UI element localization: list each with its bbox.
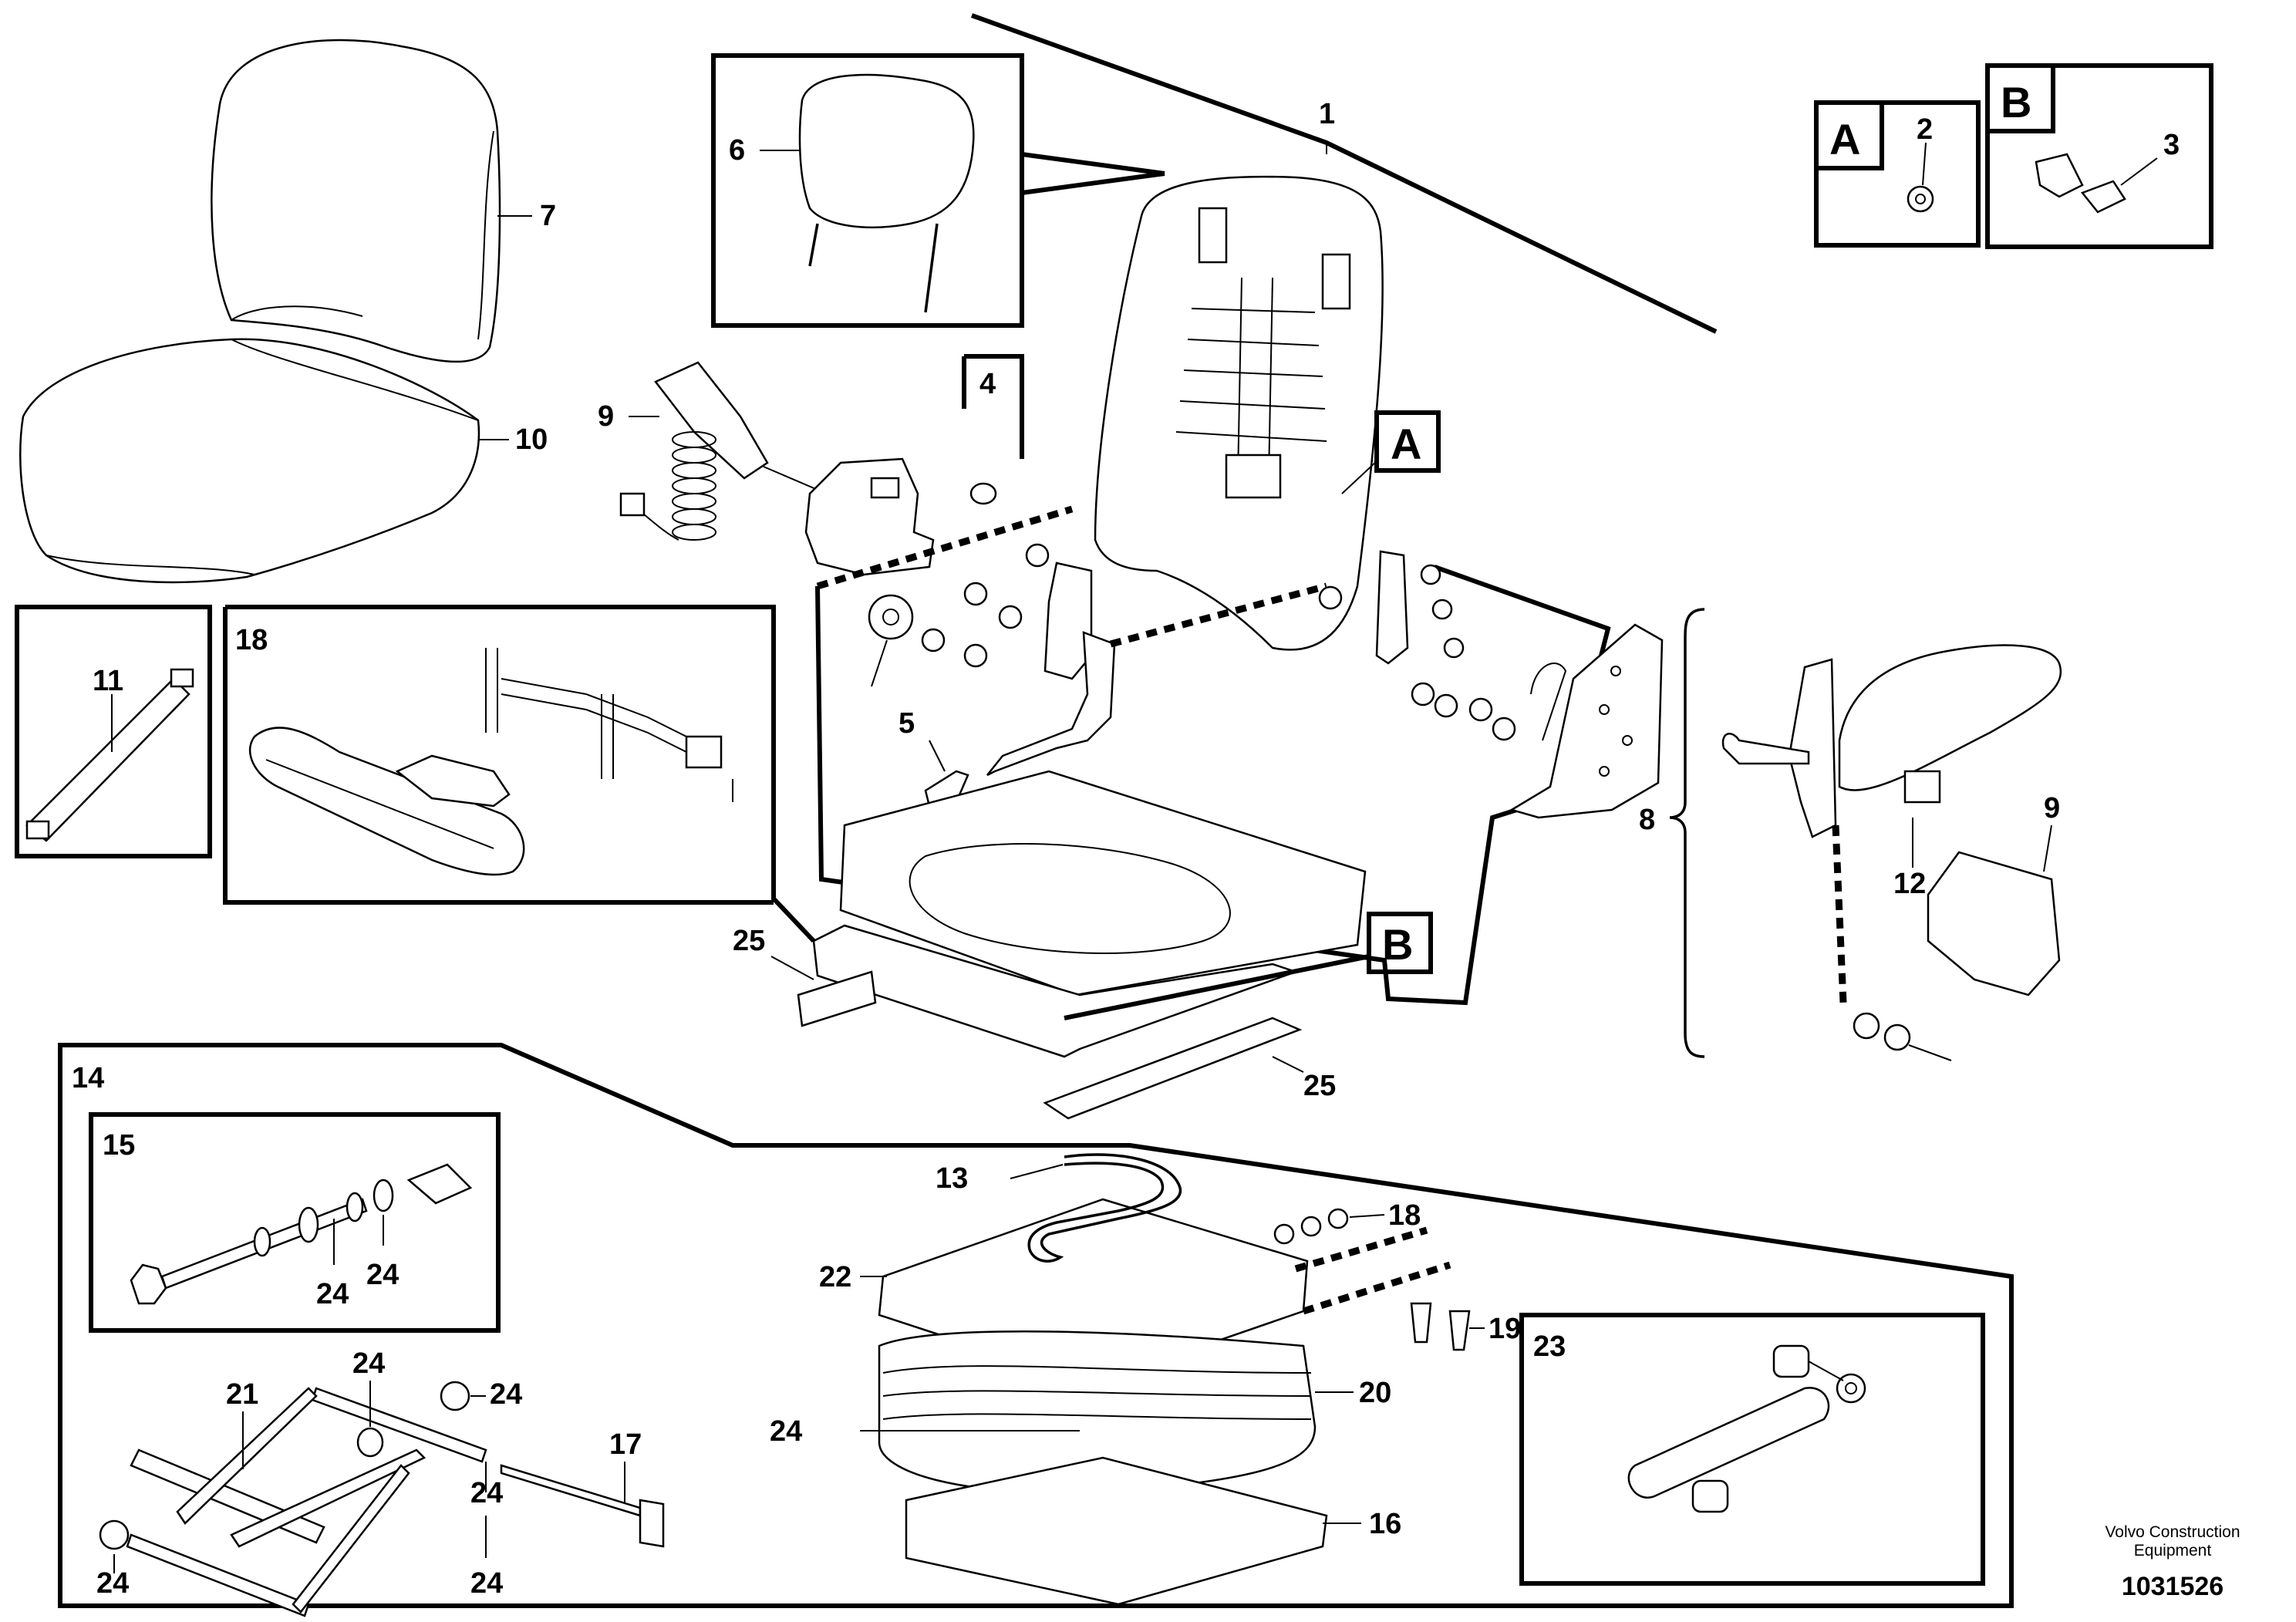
- backrest-cover: [211, 39, 501, 363]
- armrest-group: 8 12 9: [1639, 608, 2062, 1061]
- drawing-number: 1031526: [2122, 1572, 2224, 1601]
- svg-text:3: 3: [2163, 129, 2180, 161]
- svg-text:4: 4: [979, 368, 996, 400]
- svg-text:18: 18: [235, 624, 268, 656]
- part-4-bracket-group: 4: [804, 354, 1074, 590]
- side-plate-right: [1509, 623, 1664, 819]
- part-23-detail-box: 23: [1519, 1313, 1985, 1586]
- svg-text:1: 1: [1319, 98, 1335, 130]
- svg-text:23: 23: [1533, 1330, 1566, 1363]
- svg-text:16: 16: [1369, 1508, 1401, 1540]
- part-15-detail-box: 15 24 24: [89, 1112, 501, 1333]
- svg-text:Volvo Construction: Volvo Construction: [2105, 1523, 2240, 1541]
- part-5-clip: 5: [899, 707, 969, 808]
- svg-text:B: B: [2001, 78, 2031, 126]
- svg-text:A: A: [1829, 115, 1860, 164]
- svg-text:10: 10: [515, 423, 548, 456]
- svg-text:18: 18: [1388, 1199, 1421, 1232]
- svg-text:21: 21: [226, 1378, 258, 1411]
- part-21-scissor-frame: 21 24 24 24 24 24 17: [96, 1347, 665, 1617]
- svg-text:B: B: [1382, 920, 1413, 969]
- credit-block: Volvo Construction Equipment 1031526: [2105, 1523, 2240, 1601]
- part-18-detail-box: 18: [223, 605, 816, 943]
- part-11-detail-box: 11: [15, 605, 212, 858]
- svg-text:A: A: [1391, 420, 1421, 468]
- headrest-detail-box: 6: [711, 53, 1165, 328]
- svg-text:15: 15: [103, 1129, 135, 1162]
- svg-text:22: 22: [819, 1261, 851, 1293]
- svg-text:5: 5: [899, 707, 915, 740]
- suspension-assembly: 13 22 20 24 16 18 19: [770, 1153, 1521, 1606]
- svg-text:24: 24: [316, 1278, 349, 1310]
- svg-text:7: 7: [540, 200, 556, 232]
- svg-text:9: 9: [2044, 792, 2060, 824]
- svg-text:24: 24: [366, 1259, 399, 1291]
- svg-text:20: 20: [1359, 1377, 1391, 1409]
- detail-b-reference: B: [1064, 912, 1433, 1020]
- svg-text:24: 24: [470, 1567, 503, 1600]
- backrest-frame: 1: [970, 13, 1718, 651]
- svg-text:8: 8: [1639, 804, 1655, 836]
- seat-slide-frame: 25 25: [733, 770, 1367, 1120]
- callout-7: 7: [497, 200, 556, 232]
- svg-text:24: 24: [770, 1415, 802, 1448]
- callout-10: 10: [478, 423, 548, 456]
- seat-cushion-cover: [19, 338, 480, 584]
- svg-text:19: 19: [1489, 1313, 1521, 1345]
- svg-text:Equipment: Equipment: [2134, 1542, 2212, 1560]
- svg-text:24: 24: [96, 1567, 129, 1600]
- electric-unit-with-cable: 9: [598, 361, 818, 541]
- svg-text:24: 24: [352, 1347, 385, 1380]
- svg-text:25: 25: [733, 925, 765, 957]
- svg-text:17: 17: [609, 1428, 642, 1461]
- detail-b-box: B 3: [1985, 63, 2213, 249]
- svg-text:6: 6: [729, 134, 745, 167]
- svg-text:13: 13: [936, 1162, 968, 1195]
- svg-text:9: 9: [598, 400, 614, 433]
- detail-a-reference: A: [1341, 410, 1441, 494]
- svg-text:2: 2: [1917, 113, 1933, 146]
- svg-text:24: 24: [470, 1477, 503, 1509]
- detail-a-box: A 2: [1814, 100, 1981, 248]
- part-14-suspension-box: 14: [58, 1043, 2014, 1608]
- svg-text:24: 24: [490, 1378, 522, 1411]
- svg-text:14: 14: [72, 1062, 104, 1094]
- svg-text:11: 11: [93, 665, 123, 697]
- svg-text:12: 12: [1893, 868, 1926, 900]
- svg-text:25: 25: [1303, 1070, 1336, 1102]
